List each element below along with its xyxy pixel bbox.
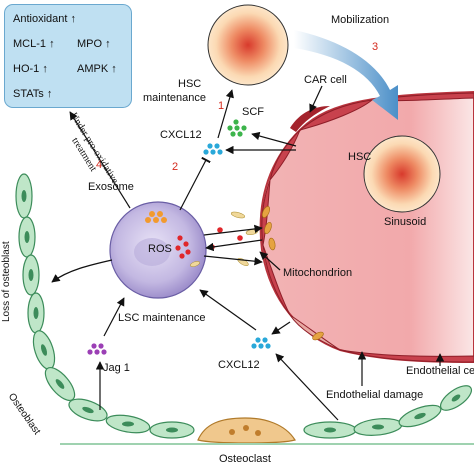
jag1-dots: [87, 343, 107, 355]
ros-cluster-lsc: [175, 235, 191, 259]
label-cxcl12-top: CXCL12: [160, 129, 202, 141]
label-hsc-maintenance-2: maintenance: [143, 92, 206, 104]
label-endothelial-damage: Endothelial damage: [326, 389, 424, 401]
label-mobilization: Mobilization: [331, 14, 390, 26]
label-mitochondrion: Mitochondrion: [283, 267, 353, 279]
label-sinusoid: Sinusoid: [384, 216, 427, 228]
step-2: 2: [172, 161, 179, 173]
label-osteoclast: Osteoclast: [219, 453, 271, 465]
info-item-antioxidant: Antioxidant ↑: [13, 13, 76, 25]
pathway-arrows: [51, 85, 445, 421]
label-scf: SCF: [242, 106, 264, 118]
label-exosome: Exosome: [88, 181, 134, 193]
label-car-cell: CAR cell: [304, 74, 347, 86]
osteoclast-nuclei: [229, 425, 261, 436]
label-jag1: Jag 1: [103, 362, 130, 374]
info-item-stats: STATs ↑: [13, 88, 53, 100]
osteoblast-nuclei: [21, 190, 461, 433]
info-item-mcl1: MCL-1 ↑: [13, 38, 55, 50]
info-item-ampk: AMPK ↑: [77, 63, 117, 75]
hsc-top-cell: [207, 4, 289, 86]
scf-dots: [227, 119, 247, 137]
step-3: 3: [372, 41, 379, 53]
sinusoid-vessel: [259, 90, 474, 364]
info-box: Antioxidant ↑ MCL-1 ↑ MPO ↑ HO-1 ↑ AMPK …: [4, 4, 132, 108]
cxcl12-top-dots: [203, 143, 223, 155]
label-hsc-maintenance-1: HSC: [178, 78, 202, 90]
step-4: 4: [96, 159, 103, 171]
label-ros: ROS: [148, 243, 172, 255]
exosome-cluster: [145, 211, 167, 223]
step-1: 1: [218, 100, 225, 112]
label-lsc-maintenance: LSC maintenance: [118, 312, 206, 324]
label-endothelial-cell: Endothelial cell: [406, 365, 474, 377]
cxcl12-bottom-dots: [251, 337, 271, 349]
label-loss-of-osteoblast: Loss of osteoblast: [1, 241, 12, 322]
label-cxcl12-bottom: CXCL12: [218, 359, 260, 371]
hsc-inner-cell: [363, 135, 441, 213]
mobilization-arrow: [294, 30, 398, 120]
info-item-ho1: HO-1 ↑: [13, 63, 48, 75]
label-hsc: HSC: [348, 151, 372, 163]
info-item-mpo: MPO ↑: [77, 38, 111, 50]
lsc-nucleus: [134, 238, 170, 266]
